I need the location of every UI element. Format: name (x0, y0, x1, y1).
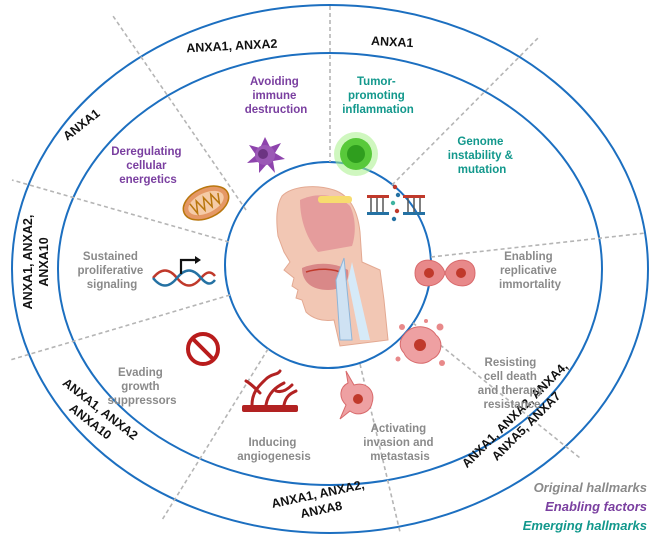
gene-label-top-left: ANXA1, ANXA2 (186, 37, 278, 56)
dna-promoter-arrow-icon (152, 256, 216, 287)
hallmark-inducing-angiogenesis: Inducing angiogenesis (237, 437, 311, 463)
gene-label-upper-left: ANXA1 (61, 106, 103, 143)
dividing-cell-icon (414, 259, 476, 287)
gene-label-top-right: ANXA1 (371, 34, 414, 50)
middle-ring (57, 52, 603, 486)
gene-label-left: ANXA1, ANXA2, ANXA10 (21, 215, 51, 310)
prohibition-sign-icon (186, 332, 220, 366)
inflamed-cell-icon (334, 132, 378, 176)
outer-ring (11, 4, 649, 534)
hallmark-sustained-proliferative-signaling: Sustained proliferative signaling (77, 251, 146, 291)
svg-text:ANXA1, ANXA2,: ANXA1, ANXA2, (21, 215, 35, 310)
legend-original: Original hallmarks (533, 480, 647, 495)
apoptotic-cell-icon (395, 319, 445, 366)
hallmark-replicative-immortality: Enabling replicative immortality (499, 251, 562, 291)
hallmark-genome-instability: Genome instability & mutation (448, 136, 516, 176)
mitochondrion-icon (182, 185, 230, 221)
hallmark-evading-growth-suppressors: Evading growth suppressors (107, 367, 176, 407)
legend-enabling: Enabling factors (545, 499, 647, 514)
dendritic-cell-icon (247, 137, 285, 173)
blood-vessel-icon (242, 369, 298, 412)
hallmark-activating-invasion: Activating invasion and metastasis (363, 423, 437, 463)
hallmark-deregulating-energetics: Deregulating cellular energetics (111, 146, 185, 186)
legend-emerging: Emerging hallmarks (522, 518, 647, 533)
head-and-neck-anatomy-icon (276, 186, 389, 347)
svg-text:ANXA10: ANXA10 (37, 237, 51, 286)
hallmark-avoiding-immune-destruction: Avoiding immune destruction (245, 76, 308, 116)
hallmark-resisting-cell-death: Resisting cell death and therapy resista… (478, 357, 546, 411)
broken-dna-icon (367, 184, 425, 222)
migrating-cell-icon (339, 370, 374, 420)
hallmark-tumor-promoting-inflammation: Tumor- promoting inflammation (342, 76, 414, 116)
